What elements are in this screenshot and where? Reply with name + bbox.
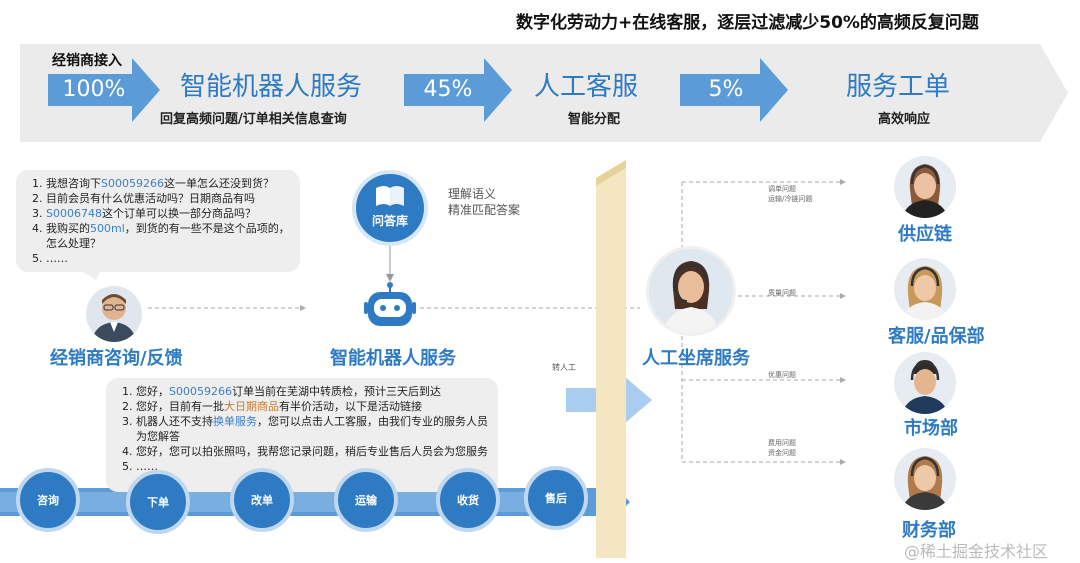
answer-item: 机器人还不支持换单服务，您可以点击人工客服，由我们专业的服务人员为您解答 bbox=[136, 414, 498, 444]
process-step-modify: 改单 bbox=[230, 468, 294, 532]
route-label-1b: 运输/冷链问题 bbox=[768, 195, 813, 203]
answer-item: 您好，目前有一批大日期商品有半价活动，以下是活动链接 bbox=[136, 399, 498, 414]
headset-agent-icon bbox=[902, 266, 948, 320]
agent-avatar bbox=[646, 246, 736, 336]
transfer-label: 转人工 bbox=[552, 363, 576, 372]
stage-robot-title: 智能机器人服务 bbox=[180, 72, 363, 102]
stage-robot-sub: 回复高频问题/订单相关信息查询 bbox=[160, 112, 347, 127]
pct-arrow-2 bbox=[404, 58, 512, 122]
headset-agent-icon bbox=[902, 456, 948, 510]
book-icon bbox=[376, 186, 404, 206]
headline: 数字化劳动力+在线客服，逐层过滤减少50%的高频反复问题 bbox=[516, 13, 979, 33]
answer-item: 您好，S00059266订单当前在芜湖中转质检，预计三天后到达 bbox=[136, 384, 498, 399]
process-step-receive: 收货 bbox=[436, 468, 500, 532]
answer-item: 您好，您可以拍张照吗，我帮您记录问题，稍后专业售后人员会为您服务 bbox=[136, 444, 498, 459]
dept-avatar-4 bbox=[894, 448, 956, 510]
question-item: S0006748这个订单可以换一部分商品吗？ bbox=[46, 206, 300, 221]
divider-beam bbox=[596, 160, 626, 558]
kb-note-1: 理解语义 bbox=[448, 187, 497, 201]
dept-label-1: 供应链 bbox=[898, 224, 952, 245]
dealer-avatar bbox=[86, 286, 142, 342]
route-label-2: 质量问题 bbox=[768, 289, 796, 297]
question-item: …… bbox=[46, 251, 300, 266]
pct-arrow-3 bbox=[680, 58, 788, 122]
route-label-4a: 费用问题 bbox=[768, 439, 796, 447]
watermark: @稀土掘金技术社区 bbox=[904, 542, 1049, 561]
process-step-consult: 咨询 bbox=[16, 468, 80, 532]
pct-5: 5% bbox=[708, 77, 744, 102]
question-item: 我购买的500ml，到货的有一些不是这个品项的，怎么处理？ bbox=[46, 221, 300, 251]
dept-avatar-1 bbox=[894, 156, 956, 218]
stage-human-title: 人工客服 bbox=[534, 72, 639, 102]
process-step-transport: 运输 bbox=[334, 468, 398, 532]
stage-ticket-sub: 高效响应 bbox=[878, 112, 931, 127]
route-label-3: 优惠问题 bbox=[768, 371, 796, 379]
dept-label-2: 客服/品保部 bbox=[888, 326, 985, 347]
dept-avatar-2 bbox=[894, 258, 956, 320]
top-band-arrow bbox=[20, 44, 1068, 142]
question-item: 我想咨询下S00059266这一单怎么还没到货？ bbox=[46, 176, 300, 191]
route-label-1a: 调单问题 bbox=[768, 185, 796, 193]
kb-circle: 问答库 bbox=[352, 170, 428, 246]
agent-label: 人工坐席服务 bbox=[642, 348, 750, 369]
stage-ticket-title: 服务工单 bbox=[846, 72, 951, 102]
question-item: 目前会员有什么优惠活动吗？日期商品有吗 bbox=[46, 191, 300, 206]
dealer-label: 经销商咨询/反馈 bbox=[50, 348, 183, 369]
stage-human-sub: 智能分配 bbox=[568, 112, 621, 127]
route-label-4b: 资金问题 bbox=[768, 449, 796, 457]
kb-note-2: 精准匹配答案 bbox=[448, 203, 521, 217]
dept-label-3: 市场部 bbox=[904, 418, 958, 439]
person-icon bbox=[92, 294, 136, 342]
process-step-order: 下单 bbox=[126, 470, 190, 534]
robot-label: 智能机器人服务 bbox=[330, 348, 456, 369]
process-step-aftersales: 售后 bbox=[524, 466, 588, 530]
pct-arrow-1 bbox=[48, 58, 160, 122]
robot-icon bbox=[364, 282, 416, 326]
dept-avatar-3 bbox=[894, 352, 956, 414]
questions-bubble: 我想咨询下S00059266这一单怎么还没到货？ 目前会员有什么优惠活动吗？日期… bbox=[16, 170, 300, 272]
dept-label-4: 财务部 bbox=[902, 520, 956, 541]
headset-agent-icon bbox=[902, 360, 948, 414]
pct-45: 45% bbox=[423, 77, 473, 102]
entry-label: 经销商接入 bbox=[52, 53, 122, 69]
answer-item: …… bbox=[136, 459, 498, 474]
pct-100: 100% bbox=[62, 77, 126, 102]
kb-label: 问答库 bbox=[371, 214, 408, 228]
bubble-tail bbox=[70, 264, 104, 280]
headset-agent-icon bbox=[649, 249, 733, 333]
headset-agent-icon bbox=[902, 164, 948, 218]
